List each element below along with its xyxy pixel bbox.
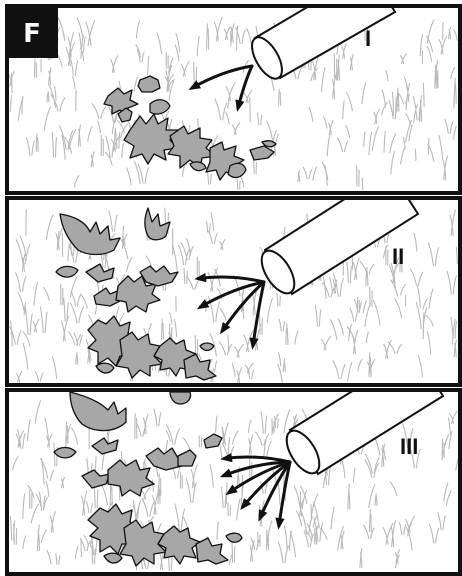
panel-3-numeral: III <box>400 434 418 459</box>
figure-label-badge: F <box>6 6 58 58</box>
figure-label: F <box>23 19 41 49</box>
panel-2: II <box>7 170 460 385</box>
panel-2-numeral: II <box>392 244 404 269</box>
panel-1: I <box>7 0 462 193</box>
panel-1-numeral: I <box>365 26 371 51</box>
